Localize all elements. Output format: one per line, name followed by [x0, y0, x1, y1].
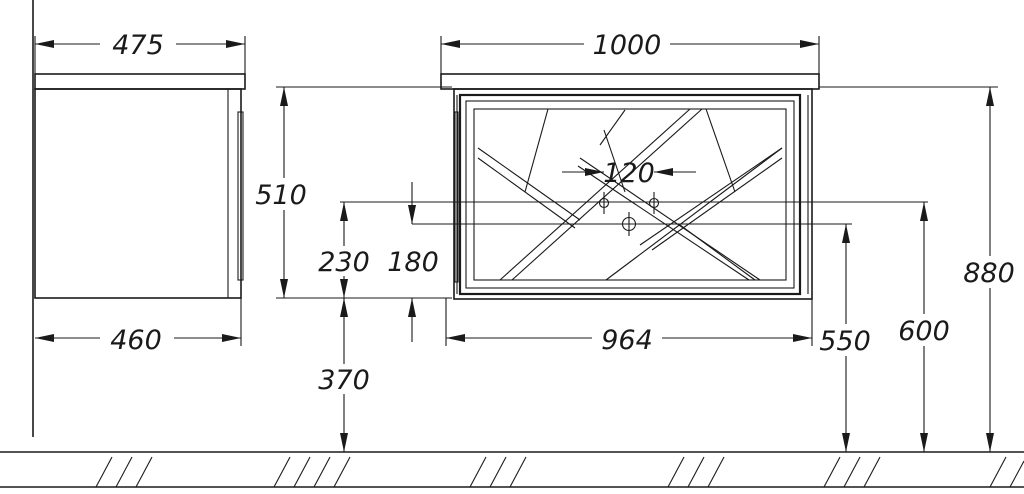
- side-countertop: [34, 73, 246, 90]
- front-hinge: [454, 111, 459, 283]
- door-pattern: [477, 108, 783, 281]
- label-drain-height: 550: [819, 326, 871, 357]
- dim-tap-offset: 180: [385, 182, 443, 342]
- side-cabinet-body: [34, 88, 242, 299]
- label-tap-height: 600: [898, 316, 950, 347]
- label-tap-offset: 180: [387, 247, 439, 278]
- dim-front-top: 1000: [440, 30, 820, 74]
- dim-drain-height: 550: [814, 224, 876, 452]
- dim-side-bottom: 460: [35, 298, 242, 356]
- dim-floor-cabinet: 370: [312, 298, 378, 452]
- front-countertop: [440, 73, 820, 90]
- side-view: [34, 73, 246, 299]
- label-side-top-width: 475: [112, 30, 164, 61]
- door-panel: [473, 108, 787, 281]
- label-cabinet-height: 510: [255, 180, 307, 211]
- dim-cabinet-height: 510: [250, 86, 452, 299]
- dim-tap-height: 600: [892, 202, 956, 452]
- label-floor-to-cabinet: 370: [318, 365, 370, 396]
- label-front-top-width: 1000: [593, 30, 662, 61]
- dim-side-top: 475: [34, 30, 246, 74]
- label-tap-spacing: 120: [603, 158, 655, 189]
- floor: [0, 451, 1024, 488]
- dim-front-bottom: 964: [445, 298, 813, 356]
- door-frame-mid: [465, 100, 795, 289]
- dim-tap-spacing: 120: [562, 158, 696, 189]
- dim-drain-offset: 230: [312, 202, 378, 298]
- floor-hatching: [95, 456, 1024, 488]
- label-drain-offset: 230: [318, 247, 370, 278]
- door-frame-outer: [458, 93, 802, 296]
- label-front-bottom-width: 964: [601, 325, 653, 356]
- label-total-height: 880: [963, 258, 1015, 289]
- front-view: [440, 73, 820, 300]
- front-cabinet-body: [453, 88, 813, 300]
- label-side-bottom-width: 460: [110, 325, 162, 356]
- dim-total-height: 880: [819, 86, 1022, 452]
- side-door-handle: [237, 111, 244, 281]
